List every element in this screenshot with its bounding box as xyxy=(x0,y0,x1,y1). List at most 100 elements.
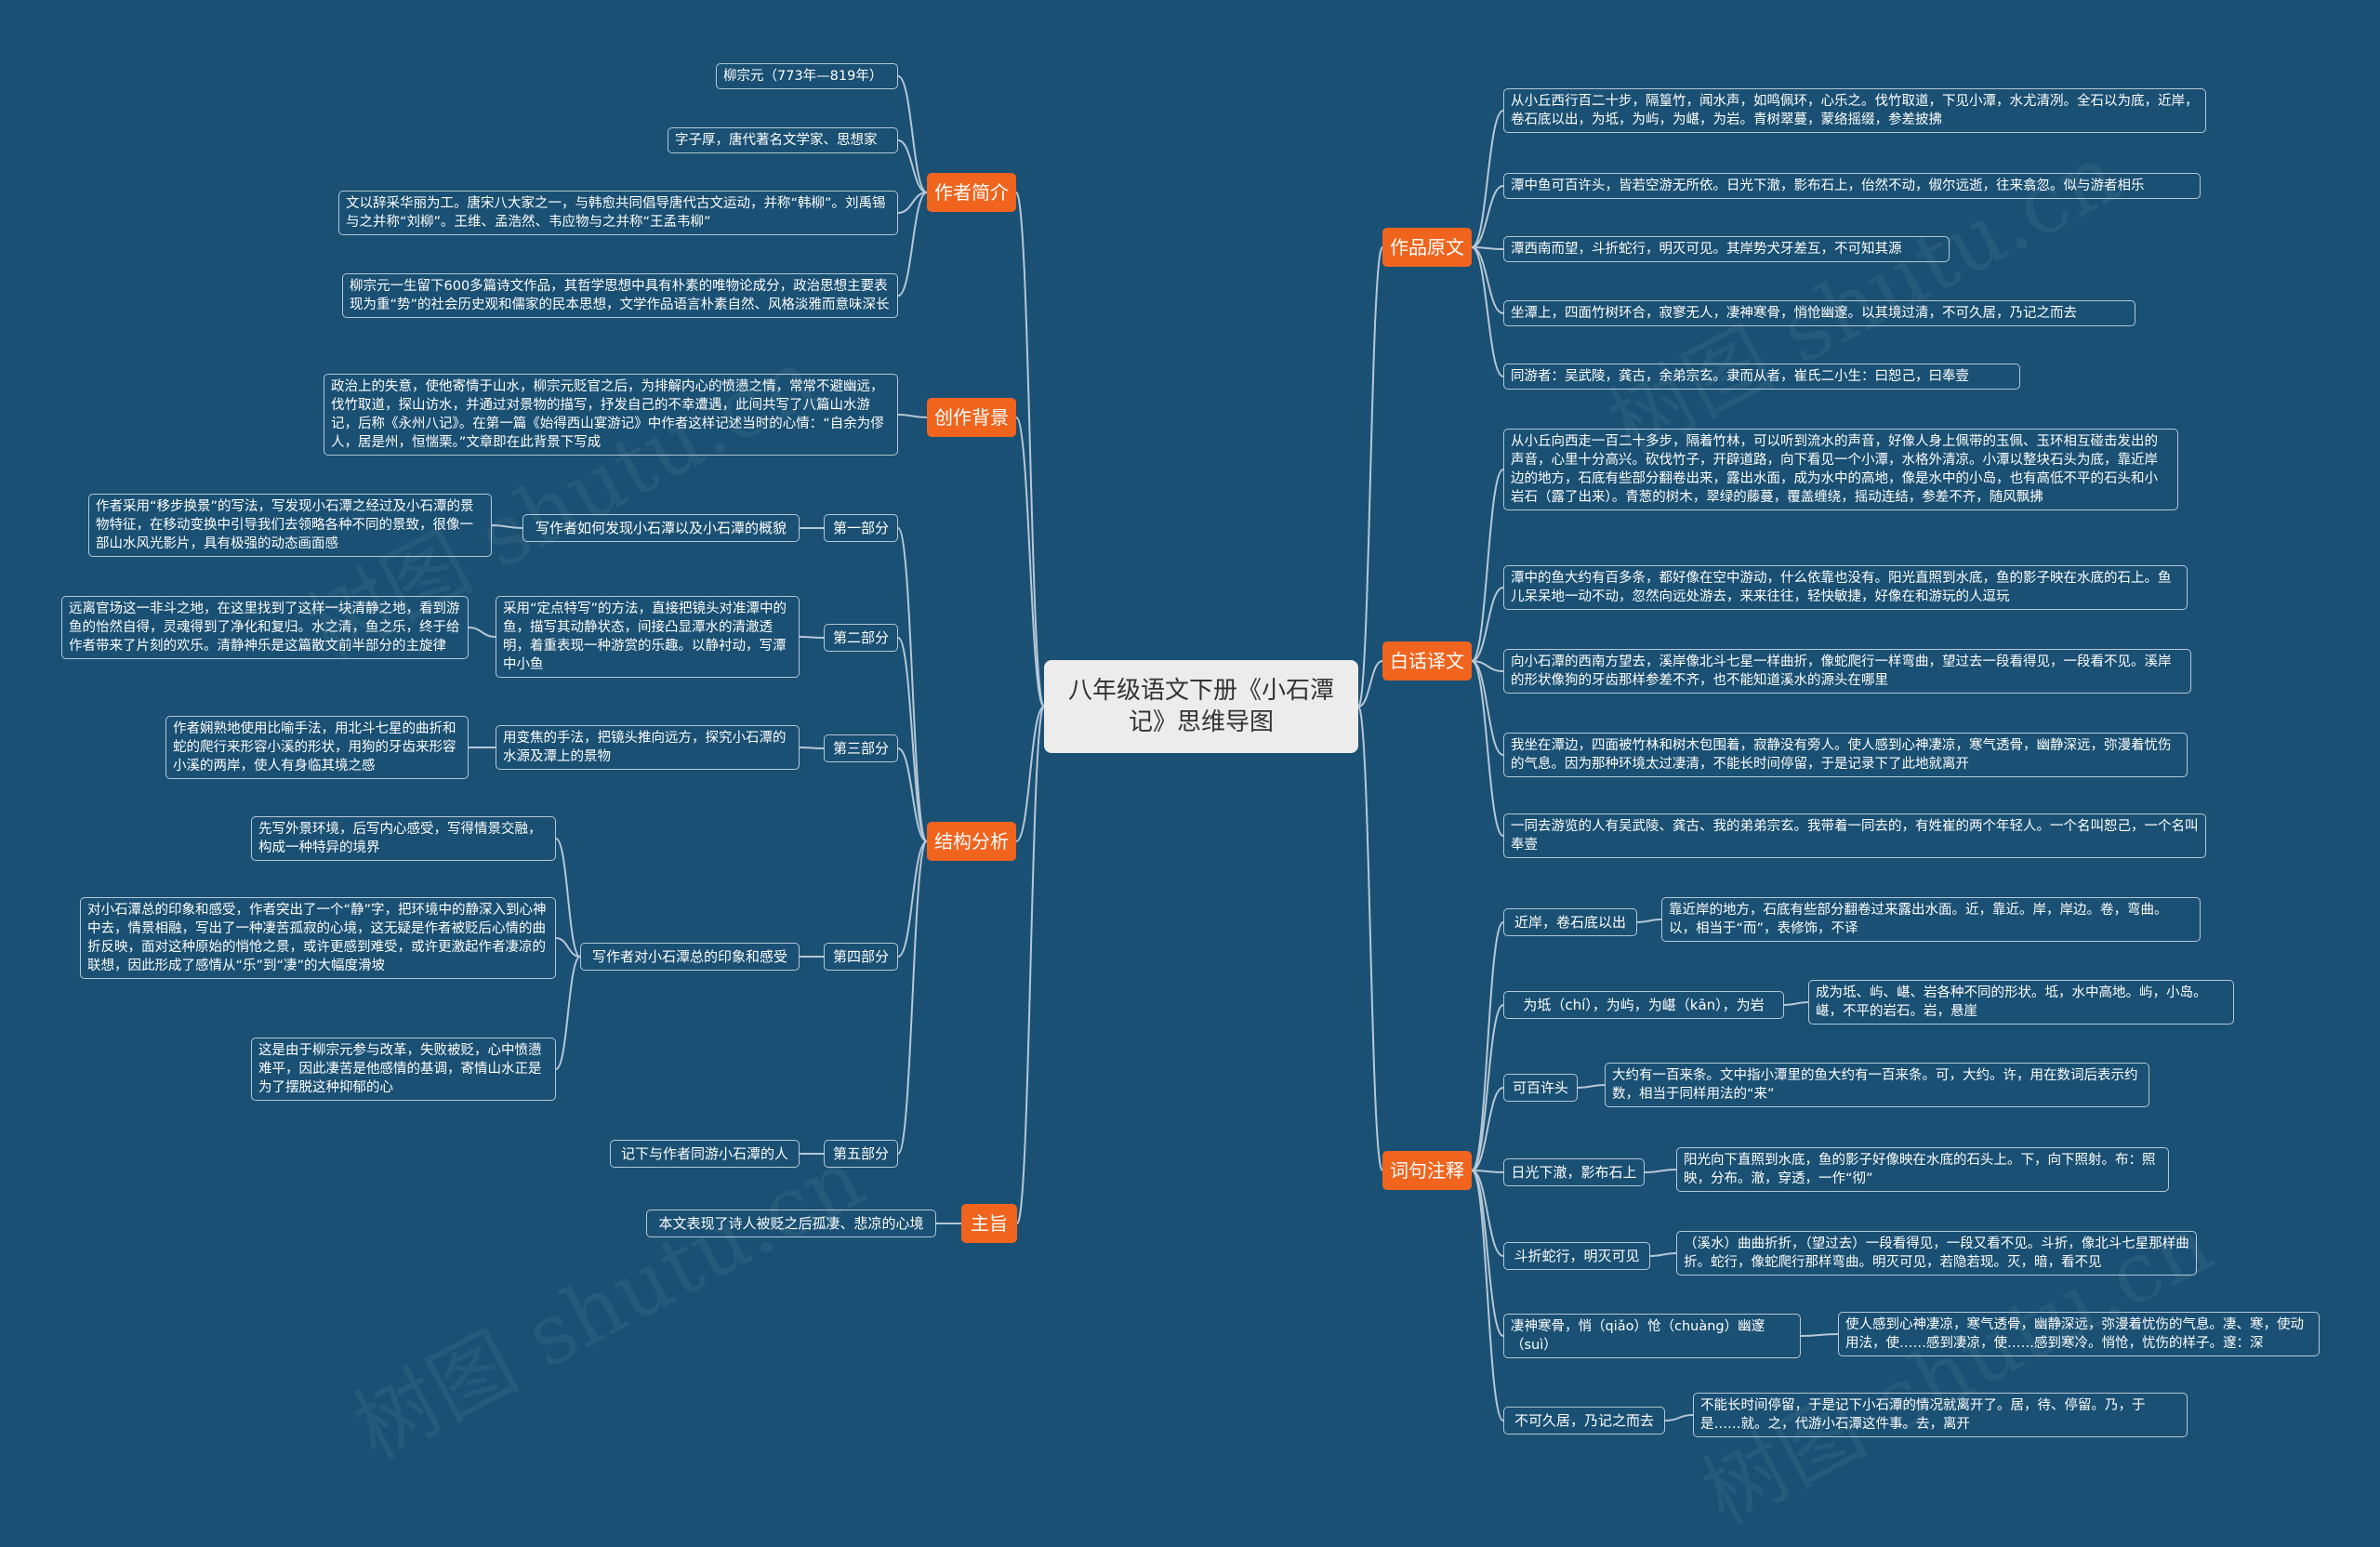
connector-line xyxy=(1636,919,1662,923)
note-term[interactable]: 不可久居，乃记之而去 xyxy=(1503,1407,1665,1435)
connector-line xyxy=(1471,1170,1504,1257)
connector-line xyxy=(1471,469,1504,662)
translation-item[interactable]: 向小石潭的西南方望去，溪岸像北斗七星一样曲折，像蛇爬行一样弯曲，望过去一段看得见… xyxy=(1503,649,2191,694)
original-item[interactable]: 坐潭上，四面竹树环合，寂寥无人，凄神寒骨，悄怆幽邃。以其境过清，不可久居，乃记之… xyxy=(1503,300,2135,326)
part-1-detail[interactable]: 作者采用“移步换景”的写法，写发现小石潭之经过及小石潭的景物特征，在移动变换中引… xyxy=(88,494,492,557)
translation-item[interactable]: 从小丘向西走一百二十多步，隔着竹林，可以听到流水的声音，好像人身上佩带的玉佩、玉… xyxy=(1503,429,2178,510)
root-topic[interactable]: 八年级语文下册《小石潭记》思维导图 xyxy=(1044,660,1358,753)
part-4-detail[interactable]: 这是由于柳宗元参与改革，失败被贬，心中愤懑难平，因此凄苦是他感情的基调，寄情山水… xyxy=(251,1038,556,1101)
connector-line xyxy=(1471,246,1504,314)
part-4-label[interactable]: 第四部分 xyxy=(824,943,898,971)
connector-line xyxy=(1471,660,1504,837)
mind-map-canvas: 树图 shutu.cn 树图 shutu.cn 树图 shutu.cn 树图 s… xyxy=(61,63,2320,1543)
part-2-detail[interactable]: 远离官场这一非斗之地，在这里找到了这样一块清静之地，看到游鱼的怡然自得，灵魂得到… xyxy=(61,596,469,659)
connector-line xyxy=(1577,1084,1606,1089)
connector-lines xyxy=(468,75,1839,1421)
original-item[interactable]: 潭中鱼可百许头，皆若空游无所依。日光下澈，影布石上，佁然不动，俶尔远逝，往来翕忽… xyxy=(1503,173,2201,199)
note-explain[interactable]: 成为坻、屿、嵁、岩各种不同的形状。坻，水中高地。屿，小岛。嵁，不平的岩石。岩，悬… xyxy=(1808,980,2234,1025)
connector-line xyxy=(1015,416,1045,707)
note-explain[interactable]: 使人感到心神凄凉，寒气透骨，幽静深远，弥漫着忧伤的气息。凄、寒，使动用法，使……… xyxy=(1838,1312,2320,1356)
connector-line xyxy=(1471,1170,1504,1337)
translation-item[interactable]: 我坐在潭边，四面被竹林和树木包围着，寂静没有旁人。使人感到心神凄凉，寒气透骨，幽… xyxy=(1503,733,2188,777)
note-term[interactable]: 可百许头 xyxy=(1503,1074,1578,1102)
branch-author[interactable]: 作者简介 xyxy=(927,173,1016,212)
note-term[interactable]: 斗折蛇行，明灭可见 xyxy=(1503,1242,1650,1270)
connector-line xyxy=(1471,1170,1504,1173)
branch-structure[interactable]: 结构分析 xyxy=(927,822,1016,861)
translation-item[interactable]: 一同去游览的人有吴武陵、龚古、我的弟弟宗玄。我带着一同去的，有姓崔的两个年轻人。… xyxy=(1503,813,2206,858)
part-2-summary[interactable]: 采用“定点特写”的方法，直接把镜头对准潭中的鱼，描写其动静状态，间接凸显潭水的清… xyxy=(496,596,800,678)
author-item[interactable]: 柳宗元一生留下600多篇诗文作品，其哲学思想中具有朴素的唯物论成分，政治思想主要… xyxy=(342,273,898,318)
author-item[interactable]: 字子厚，唐代著名文学家、思想家 xyxy=(668,127,898,153)
connector-line xyxy=(1471,1087,1504,1171)
connector-line xyxy=(1649,1252,1677,1257)
connector-line xyxy=(1471,660,1504,756)
branch-theme[interactable]: 主旨 xyxy=(961,1204,1017,1243)
part-1-label[interactable]: 第一部分 xyxy=(824,514,898,542)
part-4-summary[interactable]: 写作者对小石潭总的印象和感受 xyxy=(580,943,800,971)
connector-line xyxy=(1471,1170,1504,1421)
connector-line xyxy=(1471,660,1504,672)
connector-line xyxy=(897,192,928,214)
connector-line xyxy=(1015,192,1045,707)
connector-line xyxy=(1471,185,1504,248)
note-explain[interactable]: （溪水）曲曲折折，（望过去）一段看得见，一段又看不见。斗折，像北斗七星那样曲折。… xyxy=(1676,1231,2197,1276)
part-5-label[interactable]: 第五部分 xyxy=(824,1140,898,1168)
part-2-label[interactable]: 第二部分 xyxy=(824,624,898,652)
connector-line xyxy=(799,747,825,749)
connector-line xyxy=(1357,660,1383,707)
part-4-detail[interactable]: 先写外景环境，后写内心感受，写得情景交融，构成一种特异的境界 xyxy=(251,816,556,861)
connector-line xyxy=(1016,706,1045,1224)
connector-line xyxy=(897,139,928,193)
connector-line xyxy=(897,75,928,193)
connector-line xyxy=(555,937,581,958)
connector-line xyxy=(897,840,928,1155)
note-term[interactable]: 凄神寒骨，悄（qiǎo）怆（chuàng）幽邃（suì） xyxy=(1503,1314,1801,1358)
note-term[interactable]: 近岸，卷石底以出 xyxy=(1503,908,1637,936)
connector-line xyxy=(1471,110,1504,248)
connector-line xyxy=(1783,1001,1809,1006)
note-explain[interactable]: 大约有一百来条。文中指小潭里的鱼大约有一百来条。可，大约。许，用在数词后表示约数… xyxy=(1605,1063,2149,1107)
note-explain[interactable]: 不能长时间停留，于是记下小石潭的情况就离开了。居，待、停留。乃，于是……就。之，… xyxy=(1693,1393,2188,1437)
connector-line xyxy=(1357,706,1383,1171)
part-5-summary[interactable]: 记下与作者同游小石潭的人 xyxy=(610,1140,800,1168)
note-explain[interactable]: 靠近岸的地方，石底有些部分翻卷过来露出水面。近，靠近。岸，岸边。卷，弯曲。以，相… xyxy=(1661,897,2201,942)
part-3-summary[interactable]: 用变焦的手法，把镜头推向远方，探究小石潭的水源及潭上的景物 xyxy=(496,725,800,770)
connector-line xyxy=(1471,921,1504,1171)
connector-line xyxy=(1644,1169,1677,1173)
connector-line xyxy=(897,840,928,958)
background-item[interactable]: 政治上的失意，使他寄情于山水，柳宗元贬官之后，为排解内心的愤懑之情，常常不避幽远… xyxy=(324,374,898,456)
connector-line xyxy=(799,636,825,639)
author-item[interactable]: 文以辞采华丽为工。唐宋八大家之一，与韩愈共同倡导唐代古文运动，并称“韩柳”。刘禹… xyxy=(338,191,898,235)
connector-line xyxy=(468,627,496,638)
original-item[interactable]: 潭西南而望，斗折蛇行，明灭可见。其岸势犬牙差互，不可知其源 xyxy=(1503,236,1950,262)
original-item[interactable]: 同游者：吴武陵，龚古，余弟宗玄。隶而从者，崔氏二小生：曰恕己，曰奉壹 xyxy=(1503,364,2020,390)
connector-line xyxy=(1471,587,1504,662)
part-1-summary[interactable]: 写作者如何发现小石潭以及小石潭的概貌 xyxy=(522,514,800,542)
connector-line xyxy=(1471,246,1504,250)
note-term[interactable]: 为坻（chí），为屿，为嵁（kān），为岩 xyxy=(1503,991,1784,1019)
branch-background[interactable]: 创作背景 xyxy=(927,398,1016,437)
part-3-label[interactable]: 第三部分 xyxy=(824,734,898,762)
connector-line xyxy=(1800,1333,1839,1337)
part-3-detail[interactable]: 作者娴熟地使用比喻手法，用北斗七星的曲折和蛇的爬行来形容小溪的形状，用狗的牙齿来… xyxy=(165,716,469,779)
connector-line xyxy=(555,838,581,958)
connector-line xyxy=(491,524,523,529)
translation-item[interactable]: 潭中的鱼大约有百多条，都好像在空中游动，什么依靠也没有。阳光直照到水底，鱼的影子… xyxy=(1503,565,2188,610)
theme-item[interactable]: 本文表现了诗人被贬之后孤凄、悲凉的心境 xyxy=(646,1210,936,1237)
connector-line xyxy=(897,527,928,842)
branch-notes[interactable]: 词句注释 xyxy=(1382,1151,1472,1190)
original-item[interactable]: 从小丘西行百二十步，隔篁竹，闻水声，如鸣佩环，心乐之。伐竹取道，下见小潭，水尤清… xyxy=(1503,88,2206,133)
connector-line xyxy=(897,637,928,842)
branch-translation[interactable]: 白话译文 xyxy=(1382,641,1472,681)
author-item[interactable]: 柳宗元（773年—819年） xyxy=(716,63,898,89)
connector-line xyxy=(1357,246,1383,707)
note-term[interactable]: 日光下澈，影布石上 xyxy=(1503,1158,1645,1186)
connector-line xyxy=(897,414,928,418)
connector-line xyxy=(897,192,928,297)
connector-line xyxy=(897,747,928,842)
note-explain[interactable]: 阳光向下直照到水底，鱼的影子好像映在水底的石头上。下，向下照射。布：照映，分布。… xyxy=(1676,1147,2169,1192)
branch-original[interactable]: 作品原文 xyxy=(1382,228,1472,267)
connector-line xyxy=(1664,1414,1694,1421)
part-4-detail[interactable]: 对小石潭总的印象和感受，作者突出了一个“静”字，把环境中的静深入到心神中去，情景… xyxy=(80,897,556,979)
